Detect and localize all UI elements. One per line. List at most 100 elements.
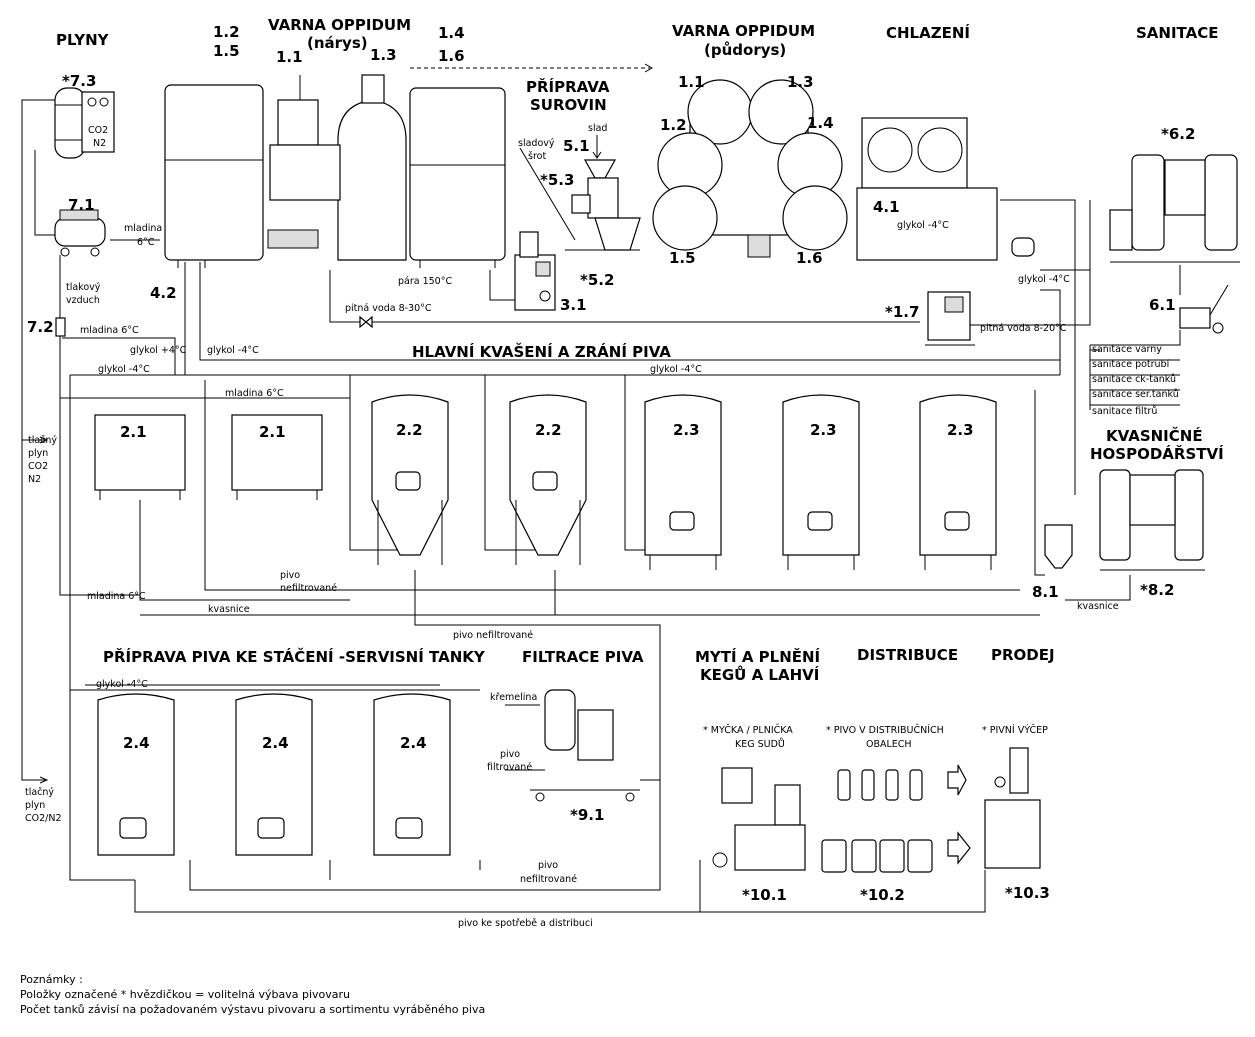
open-fermenter-2-1-a (94, 414, 186, 500)
id-7-1: 7.1 (68, 196, 95, 214)
id-3-1: 3.1 (560, 296, 587, 314)
id-5-2: *5.2 (580, 271, 614, 289)
id-7-3: *7.3 (62, 72, 96, 90)
service-tank-2-4-c (373, 693, 451, 856)
cip-station-6-2 (1109, 154, 1240, 263)
glykol-minus4-f-label: glykol -4°C (96, 679, 148, 690)
heading-prodej: PRODEJ (991, 646, 1055, 664)
tank-id-2-4-b: 2.4 (262, 734, 289, 752)
plan-id-1-5: 1.5 (669, 249, 696, 267)
tank-id-2-3-c: 2.3 (947, 421, 974, 439)
mladina-label-a: mladina (124, 223, 162, 234)
tank-id-2-1-b: 2.1 (259, 423, 286, 441)
pivo-filtr-a: pivo (500, 749, 520, 760)
id-7-2: 7.2 (27, 318, 54, 336)
pivo-nef-2: pivo nefiltrované (453, 630, 533, 641)
heading-servisni: PŘÍPRAVA PIVA KE STÁČENÍ -SERVISNÍ TANKY (103, 647, 486, 666)
id-10-1: *10.1 (742, 886, 787, 904)
id-6-2: *6.2 (1161, 125, 1195, 143)
san-varny-label: sanitace varny (1092, 344, 1162, 355)
tank-id-2-2-a: 2.2 (396, 421, 423, 439)
notes-block: Poznámky : Položky označené * hvězdičkou… (20, 972, 485, 1017)
tlacny-1c: CO2 (28, 461, 48, 472)
id-1-4: 1.4 (438, 24, 465, 42)
mycka-b: KEG SUDŮ (735, 738, 785, 750)
heading-varna-narys-2: (nárys) (307, 34, 368, 52)
kvasnice-2-label: kvasnice (1077, 601, 1119, 612)
pivo-nef-1b: nefiltrované (280, 583, 337, 594)
plan-id-1-4: 1.4 (807, 114, 834, 132)
notes-title: Poznámky : (20, 973, 83, 986)
heading-myti-1: MYTÍ A PLNĚNÍ (695, 647, 821, 666)
malt-mill-5-1 (519, 147, 641, 251)
gas-cylinders-7-3 (54, 87, 115, 159)
id-9-1: *9.1 (570, 806, 604, 824)
glykol-minus4-c-label: glykol -4°C (1018, 274, 1070, 285)
heading-myti-2: KEGŮ A LAHVÍ (700, 664, 820, 684)
pivo-nef-1a: pivo (280, 570, 300, 581)
tank-id-2-1-a: 2.1 (120, 423, 147, 441)
heading-plyny: PLYNY (56, 31, 110, 49)
kvasnice-1-label: kvasnice (208, 604, 250, 615)
heading-distribuce: DISTRIBUCE (857, 646, 958, 664)
pivo-nef-3b: nefiltrované (520, 874, 577, 885)
san-ck-label: sanitace ck-tanků (1092, 374, 1176, 385)
beer-tap-10-3 (984, 747, 1041, 869)
bottles-kegs-10-2 (821, 764, 971, 873)
water-valve-icon (359, 315, 373, 329)
mladina-label-3: mladina 6°C (225, 388, 284, 399)
heading-filtrace: FILTRACE PIVA (522, 648, 644, 666)
vzduch-label: vzduch (66, 295, 100, 306)
pivni-vycep: * PIVNÍ VÝČEP (982, 724, 1048, 736)
tank-id-2-4-c: 2.4 (400, 734, 427, 752)
brewhouse-plan (652, 79, 848, 258)
tlacny-2b: plyn (25, 800, 45, 811)
yeast-tank-8-1 (1044, 524, 1073, 569)
mladina-label-b: 6°C (137, 237, 155, 248)
id-4-1: 4.1 (873, 198, 900, 216)
glykol-minus4-d-label: glykol -4°C (98, 364, 150, 375)
id-6-1: 6.1 (1149, 296, 1176, 314)
heading-kvasnicne-2: HOSPODÁŘSTVÍ (1090, 444, 1224, 463)
heading-varna-pudorys-1: VARNA OPPIDUM (672, 22, 815, 40)
id-4-2: 4.2 (150, 284, 177, 302)
tlacny-1a: tlačný (28, 435, 57, 446)
glykol-minus4-b-label: glykol -4°C (897, 220, 949, 231)
kremelina-label: křemelina (490, 692, 537, 703)
tank-id-2-4-a: 2.4 (123, 734, 150, 752)
plan-id-1-1: 1.1 (678, 73, 705, 91)
mobile-cip-pump-6-1 (1179, 284, 1229, 334)
heading-chlazeni: CHLAZENÍ (886, 23, 970, 42)
pivo-nef-3a: pivo (538, 860, 558, 871)
tlacny-2c: CO2/N2 (25, 813, 62, 824)
id-1-5: 1.5 (213, 42, 240, 60)
hot-water-boiler-3-1 (514, 231, 556, 311)
id-1-6: 1.6 (438, 47, 465, 65)
plan-id-1-6: 1.6 (796, 249, 823, 267)
keg-washer-10-1 (712, 767, 806, 871)
slad-label: slad (588, 123, 607, 134)
heading-kvasnicne-1: KVASNIČNÉ (1106, 426, 1203, 445)
san-potrubi-label: sanitace potrubí (1092, 359, 1170, 370)
tlacny-1b: plyn (28, 448, 48, 459)
id-8-2: *8.2 (1140, 581, 1174, 599)
sladovy-label: sladový (518, 138, 555, 149)
mladina-label-4: mladina 6°C (87, 591, 146, 602)
brewhouse-elevation (164, 74, 506, 268)
id-5-1: 5.1 (563, 137, 590, 155)
notes-line-1: Položky označené * hvězdičkou = voliteln… (20, 988, 350, 1001)
id-1-3: 1.3 (370, 46, 397, 64)
tlakovy-label: tlakový (66, 282, 101, 293)
san-ser-label: sanitace ser.tanků (1092, 389, 1179, 400)
pitna-voda-2-label: pitná voda 8-20°C (980, 323, 1067, 334)
glykol-minus4-a-label: glykol -4°C (207, 345, 259, 356)
lager-tank-2-3-a (644, 394, 722, 570)
service-tank-2-4-b (235, 693, 313, 856)
pivo-spotreba-label: pivo ke spotřebě a distribuci (458, 918, 593, 929)
cooling-unit-4-1 (856, 117, 1035, 261)
id-10-3: *10.3 (1005, 884, 1050, 902)
pivo-filtr-b: filtrované (487, 762, 532, 773)
yeast-propagation-8-2 (1099, 469, 1205, 571)
heading-varna-narys-1: VARNA OPPIDUM (268, 16, 411, 34)
